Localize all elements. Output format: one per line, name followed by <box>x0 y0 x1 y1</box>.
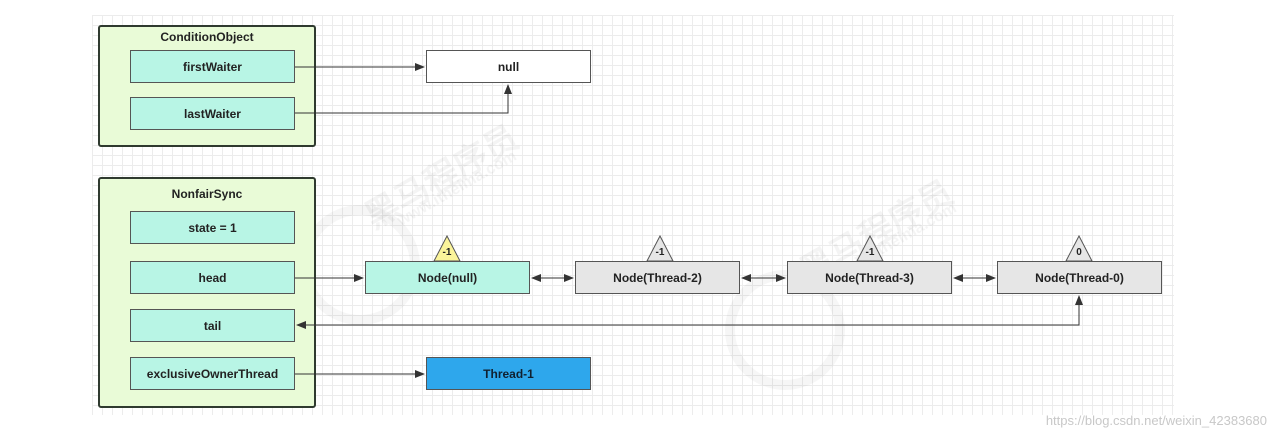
tail-arrow <box>296 295 1083 329</box>
null-box: null <box>426 50 591 83</box>
owner-thread-box: Thread-1 <box>426 357 591 390</box>
wait-status-label: -1 <box>442 247 452 258</box>
source-url: https://blog.csdn.net/weixin_42383680 <box>1045 413 1267 428</box>
exclusive-owner-thread-field[interactable]: exclusiveOwnerThread <box>130 357 295 390</box>
queue-node-thread-0[interactable]: Node(Thread-0) <box>997 261 1162 294</box>
queue-node-thread-3[interactable]: Node(Thread-3) <box>787 261 952 294</box>
queue-node-thread-2[interactable]: Node(Thread-2) <box>575 261 740 294</box>
tail-field[interactable]: tail <box>130 309 295 342</box>
last-waiter-field[interactable]: lastWaiter <box>130 97 295 130</box>
wait-status-triangle <box>856 234 884 262</box>
wait-status-triangle <box>433 234 461 262</box>
head-field[interactable]: head <box>130 261 295 294</box>
wait-status-label: 0 <box>1076 247 1082 258</box>
wait-status-triangle <box>646 234 674 262</box>
nonfair-sync-title: NonfairSync <box>171 187 243 201</box>
condition-object-title: ConditionObject <box>160 30 254 44</box>
last-waiter-arrow <box>295 84 512 114</box>
wait-status-label: -1 <box>865 247 875 258</box>
state-field[interactable]: state = 1 <box>130 211 295 244</box>
wait-status-triangle <box>1065 234 1093 262</box>
first-waiter-field[interactable]: firstWaiter <box>130 50 295 83</box>
wait-status-label: -1 <box>655 247 665 258</box>
